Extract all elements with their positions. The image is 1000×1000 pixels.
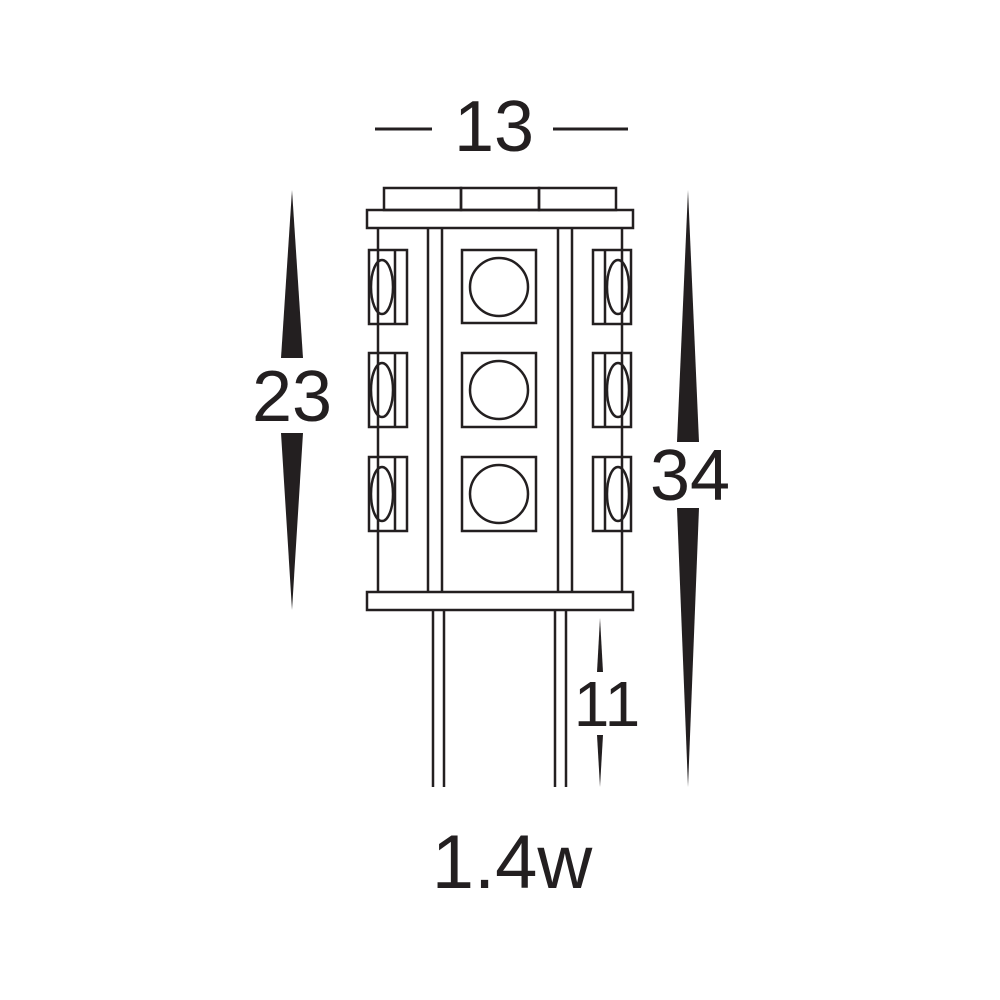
- top-cap-block-middle: [459, 186, 541, 212]
- body-height-label: 23: [252, 357, 332, 437]
- bulb-pins: [431, 610, 568, 787]
- body-height-dimension: 23: [252, 190, 332, 610]
- top-plate: [365, 208, 635, 230]
- right-led-middle: [591, 351, 633, 429]
- right-led-bottom: [591, 455, 633, 533]
- total-height-dimension: 34: [650, 190, 730, 787]
- total-height-arrow-bottom: [677, 508, 699, 787]
- body-height-arrow-bottom: [281, 433, 303, 610]
- pin-length-arrow-top: [597, 618, 603, 672]
- pin-length-label: 11: [574, 668, 640, 740]
- left-led-middle: [367, 351, 409, 429]
- front-led-top: [460, 248, 538, 325]
- front-led-middle: [460, 351, 538, 429]
- pin-length-arrow-bottom: [597, 735, 603, 787]
- bottom-plate: [365, 590, 635, 612]
- width-label: 13: [454, 87, 534, 167]
- left-led-bottom: [367, 455, 409, 533]
- left-led-top: [367, 248, 409, 326]
- bulb-body: [365, 186, 635, 612]
- total-height-arrow-top: [677, 190, 699, 442]
- top-cap-block-right: [537, 186, 618, 212]
- front-led-bottom: [460, 455, 538, 533]
- total-height-label: 34: [650, 436, 730, 516]
- right-led-top: [591, 248, 633, 326]
- body-height-arrow-top: [281, 190, 303, 358]
- pin-length-dimension: 11: [574, 618, 640, 787]
- wattage-label: 1.4w: [432, 820, 594, 905]
- width-dimension: 13: [375, 87, 628, 167]
- top-cap-block-left: [382, 186, 463, 212]
